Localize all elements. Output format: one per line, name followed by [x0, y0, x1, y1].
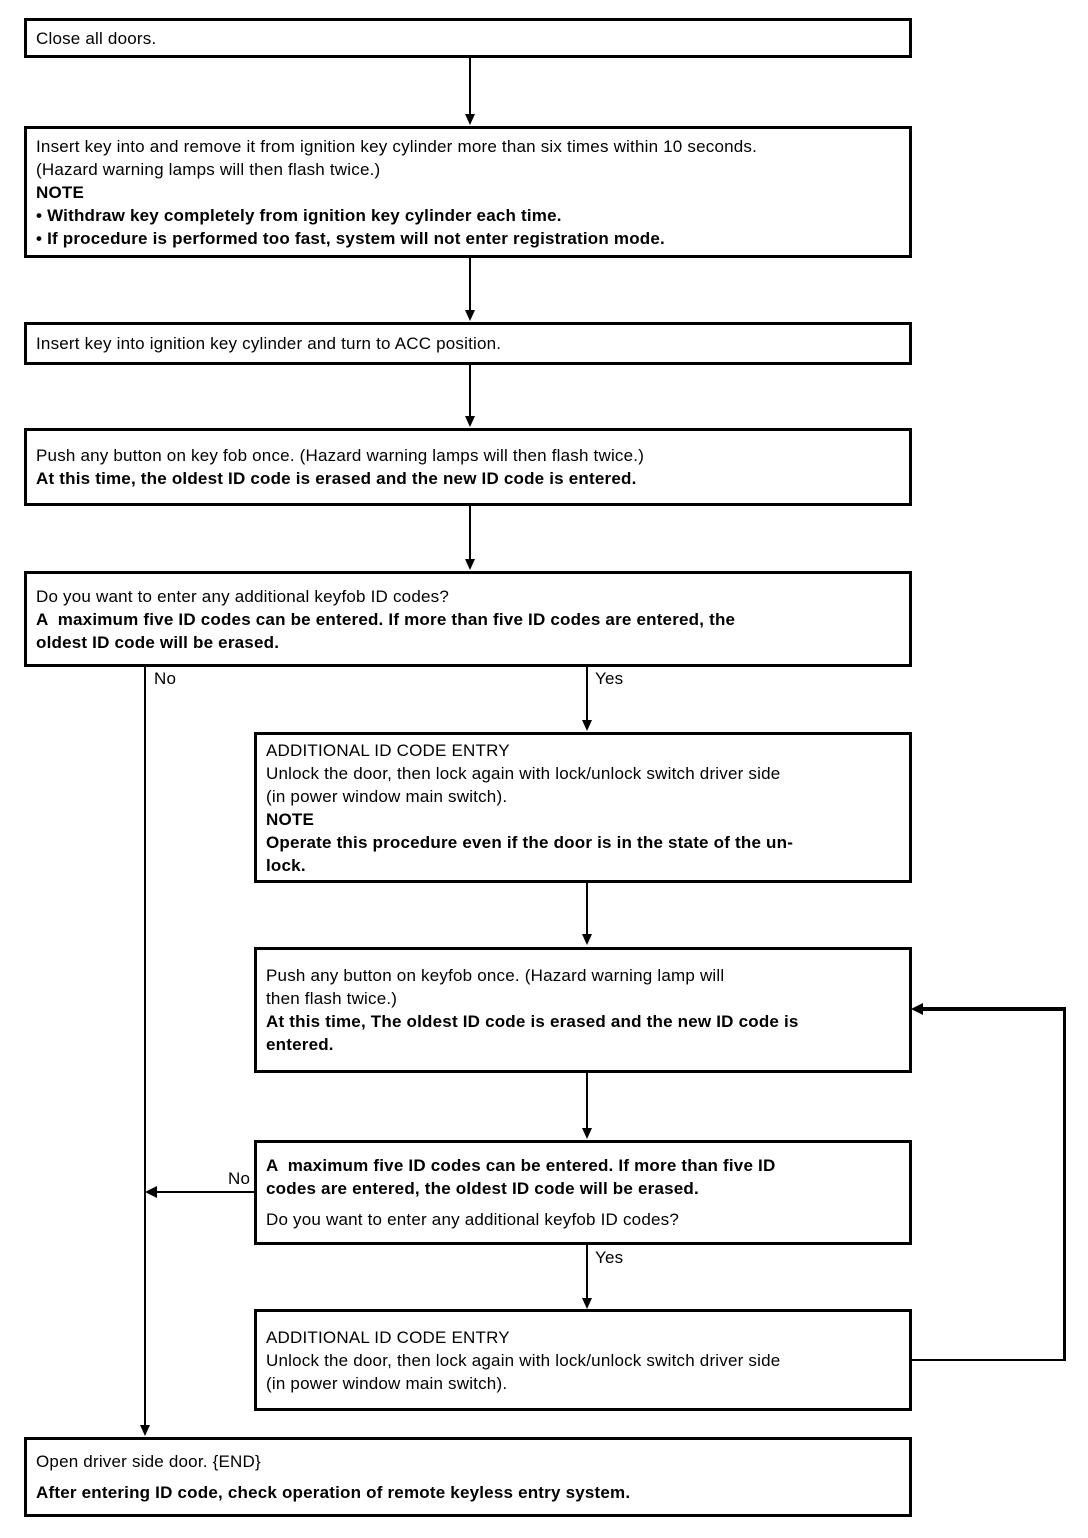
connector-loopback-top [922, 1007, 1066, 1011]
flow-step-title: ADDITIONAL ID CODE ENTRY [266, 1327, 510, 1347]
branch-label-yes-2: Yes [595, 1248, 624, 1267]
arrowhead-down-icon [582, 934, 592, 945]
branch-label-no-2: No [228, 1169, 251, 1188]
connector-push-to-question2 [586, 1072, 588, 1130]
flow-step-title: ADDITIONAL ID CODE ENTRY [266, 740, 510, 760]
flow-step-push-keyfob-once-loop: Push any button on keyfob once. (Hazard … [254, 947, 912, 1073]
arrowhead-down-icon [465, 416, 475, 427]
note-bullet: • If procedure is performed too fast, sy… [36, 228, 665, 248]
flow-step-line: Insert key into ignition key cylinder an… [36, 334, 502, 353]
flow-step-line: At this time, the oldest ID code is eras… [36, 469, 637, 488]
arrowhead-down-icon [582, 1298, 592, 1309]
arrowhead-left-icon [911, 1003, 923, 1015]
flow-step-line: codes are entered, the oldest ID code wi… [266, 1179, 699, 1198]
flow-step-line: After entering ID code, check operation … [36, 1483, 631, 1502]
flow-step-additional-id-code-entry-1: ADDITIONAL ID CODE ENTRY Unlock the door… [254, 732, 912, 883]
flow-step-line: Open driver side door. {END} [36, 1452, 261, 1471]
flow-step-line: oldest ID code will be erased. [36, 632, 280, 652]
flow-step-turn-to-acc: Insert key into ignition key cylinder an… [24, 322, 912, 365]
arrowhead-down-icon [465, 310, 475, 321]
flow-step-line: Push any button on keyfob once. (Hazard … [266, 966, 725, 985]
connector-loopback-vertical [1063, 1008, 1066, 1361]
connector-no-branch [144, 666, 146, 1427]
note-bullet: • Withdraw key completely from ignition … [36, 205, 562, 225]
flow-step-open-door-end: Open driver side door. {END} After enter… [24, 1437, 912, 1517]
flow-step-line: A maximum five ID codes can be entered. … [36, 609, 736, 629]
note-heading: NOTE [266, 809, 315, 829]
note-line: lock. [266, 855, 306, 875]
arrowhead-down-icon [465, 559, 475, 570]
connector-close-to-insert [469, 58, 471, 116]
flow-step-additional-id-code-entry-2: ADDITIONAL ID CODE ENTRY Unlock the door… [254, 1309, 912, 1411]
branch-label-yes-1: Yes [595, 669, 624, 688]
flow-step-line: A maximum five ID codes can be entered. … [266, 1156, 776, 1175]
flow-step-line: Close all doors. [36, 28, 157, 48]
note-heading: NOTE [36, 182, 85, 202]
connector-yes-branch-1 [586, 666, 588, 722]
connector-insert-to-acc [469, 257, 471, 312]
arrowhead-down-icon [582, 1128, 592, 1139]
flow-step-line: Unlock the door, then lock again with lo… [266, 1350, 781, 1370]
flow-decision-additional-codes-1: Do you want to enter any additional keyf… [24, 571, 912, 667]
arrowhead-down-icon [465, 114, 475, 125]
flow-step-line: Do you want to enter any additional keyf… [36, 586, 449, 606]
connector-loopback-bottom [910, 1359, 1066, 1361]
flow-step-close-doors: Close all doors. [24, 18, 912, 58]
flow-step-insert-remove-key: Insert key into and remove it from ignit… [24, 126, 912, 258]
flow-step-line: Insert key into and remove it from ignit… [36, 136, 758, 156]
flow-step-line: (Hazard warning lamps will then flash tw… [36, 159, 381, 179]
connector-push-to-question [469, 505, 471, 561]
connector-acc-to-push [469, 364, 471, 418]
flow-decision-additional-codes-2: A maximum five ID codes can be entered. … [254, 1140, 912, 1245]
arrowhead-left-icon [145, 1186, 157, 1198]
flow-step-line: entered. [266, 1035, 334, 1054]
connector-yes-branch-2 [586, 1244, 588, 1300]
connector-entry1-to-push [586, 882, 588, 936]
flow-step-line: Do you want to enter any additional keyf… [266, 1210, 679, 1229]
connector-no-branch-2 [150, 1191, 254, 1193]
arrowhead-down-icon [140, 1425, 150, 1436]
flow-step-line: At this time, The oldest ID code is eras… [266, 1012, 799, 1031]
flow-step-line: then flash twice.) [266, 989, 398, 1008]
flow-step-push-key-fob-once: Push any button on key fob once. (Hazard… [24, 428, 912, 506]
note-line: Operate this procedure even if the door … [266, 832, 794, 852]
branch-label-no-1: No [154, 669, 177, 688]
flow-step-line: (in power window main switch). [266, 786, 508, 806]
flow-step-line: Push any button on key fob once. (Hazard… [36, 446, 645, 465]
arrowhead-down-icon [582, 720, 592, 731]
flow-step-line: (in power window main switch). [266, 1373, 508, 1393]
flow-step-line: Unlock the door, then lock again with lo… [266, 763, 781, 783]
